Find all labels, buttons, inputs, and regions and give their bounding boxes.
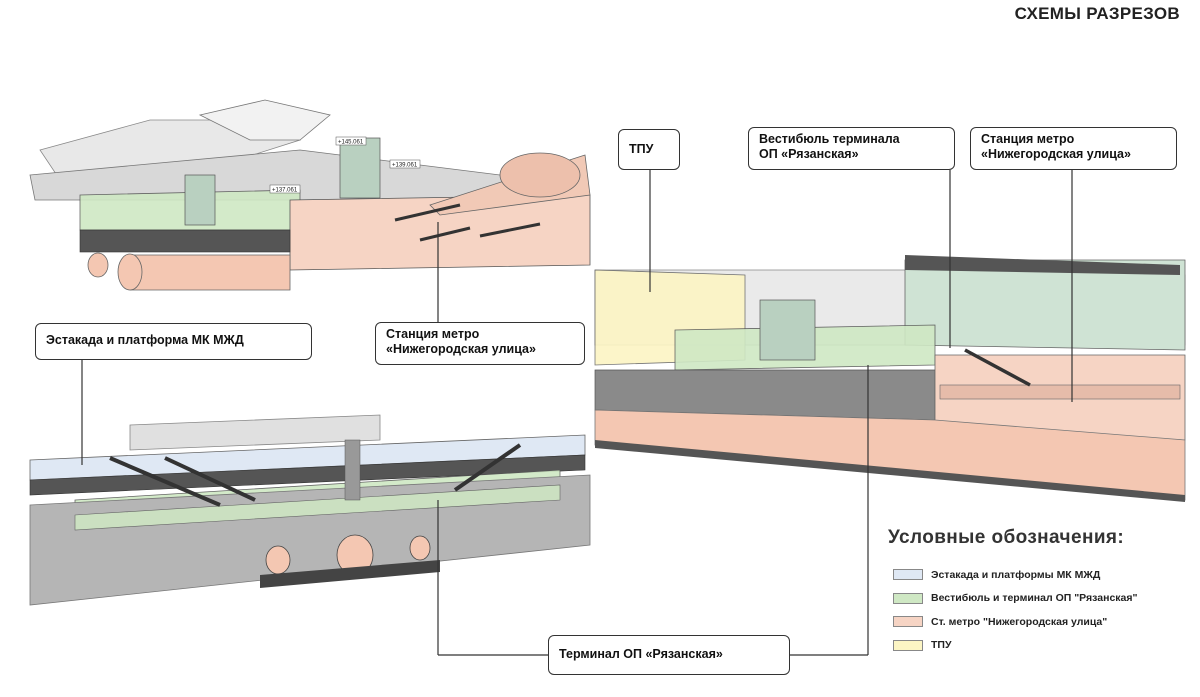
callout-terminal-line-1: Терминал ОП «Рязанская» [559,647,723,661]
callout-vestibule-line-1: Вестибюль терминала [759,132,900,146]
legend-item-vestibule: Вестибюль и терминал ОП "Рязанская" [893,592,1137,605]
section-bottom-left [29,414,591,606]
legend-swatch-estakada [893,569,923,580]
legend-item-tpu: ТПУ [893,639,1137,652]
callout-vestibule: Вестибюль терминала ОП «Рязанская» [748,127,955,170]
callout-metro-right: Станция метро «Нижегородская улица» [970,127,1177,170]
legend-title: Условные обозначения: [888,527,1125,548]
callout-vestibule-line-2: ОП «Рязанская» [759,147,859,161]
legend-label-vestibule: Вестибюль и терминал ОП "Рязанская" [931,592,1138,604]
section-right [594,255,1186,502]
legend-item-metro: Ст. метро "Нижегородская улица" [893,615,1137,628]
callout-estakada: Эстакада и платформа МК МЖД [35,323,312,360]
leader-lines [81,170,1073,656]
callout-metro-left-line-2: «Нижегородская улица» [386,342,536,356]
callout-metro-right-line-2: «Нижегородская улица» [981,147,1131,161]
elevation-mark-2: +139.061 [392,163,418,169]
legend-swatch-tpu [893,639,923,651]
callout-metro-right-line-1: Станция метро [981,132,1075,146]
legend-item-estakada: Эстакада и платформы МК МЖД [893,568,1137,581]
callout-tpu-line-1: ТПУ [629,142,654,156]
callout-metro-left-line-1: Станция метро [386,327,480,341]
elevation-mark-3: +137.061 [272,188,298,194]
callout-metro-left: Станция метро «Нижегородская улица» [375,322,585,365]
section-top-left: +145.061 +139.061 +137.061 [29,99,591,291]
legend-swatch-metro [893,616,923,627]
legend-label-tpu: ТПУ [931,639,952,651]
page-title: СХЕМЫ РАЗРЕЗОВ [1014,4,1180,23]
legend-label-estakada: Эстакада и платформы МК МЖД [931,568,1101,581]
callout-tpu: ТПУ [618,129,680,170]
legend-swatch-vestibule [893,592,923,604]
elevation-mark-1: +145.061 [338,140,364,146]
legend-label-metro: Ст. метро "Нижегородская улица" [931,615,1108,628]
callout-terminal: Терминал ОП «Рязанская» [548,635,790,675]
legend: Эстакада и платформы МК МЖД Вестибюль и … [893,568,1137,662]
callout-estakada-line-1: Эстакада и платформа МК МЖД [46,333,244,347]
